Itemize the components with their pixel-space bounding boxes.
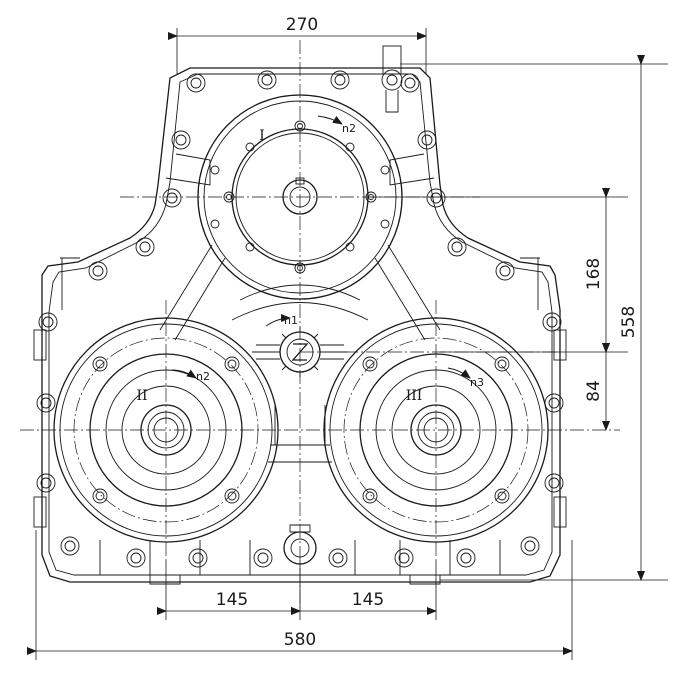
dim-right-center-distance: 145 (352, 590, 384, 610)
dim-upper-center-distance: 168 (584, 258, 604, 290)
dim-left-center-distance: 145 (216, 590, 248, 610)
right-flange-bolts (362, 356, 510, 504)
rotation-label-input: n2 (342, 122, 356, 135)
shaft-label-right: III (406, 388, 423, 404)
left-flange-bolts (92, 356, 240, 504)
rotation-label-left: n2 (196, 370, 210, 383)
dim-lower-center-offset: 84 (584, 380, 604, 402)
dim-top-width: 270 (286, 15, 318, 35)
rotation-arrows (171, 115, 471, 379)
dimension-lines (27, 28, 668, 660)
dim-total-height: 558 (619, 306, 639, 338)
rotation-label-right: n3 (470, 376, 484, 389)
shaft-label-input: I (259, 128, 265, 144)
shaft-label-left: II (136, 388, 147, 404)
housing-outline (33, 45, 567, 585)
dim-total-width: 580 (284, 630, 316, 650)
centerlines (20, 40, 620, 608)
housing-bolts (36, 70, 564, 568)
rotation-label-idler: n1 (284, 314, 298, 327)
